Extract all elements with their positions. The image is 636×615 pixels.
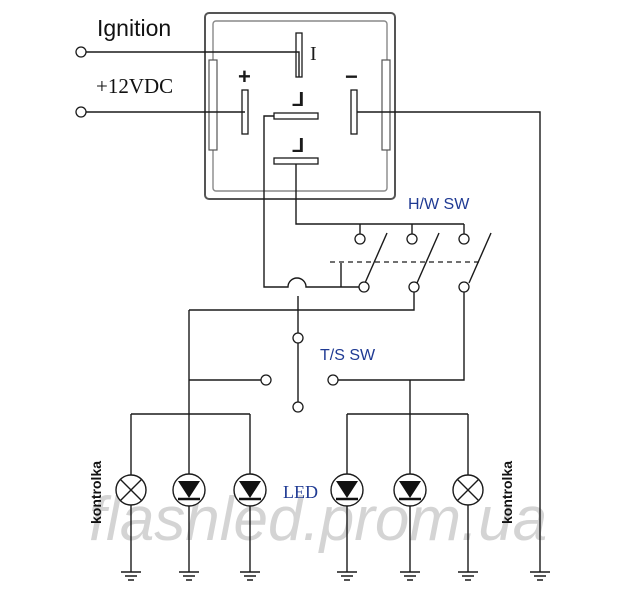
- hw-lower-contact-2: [408, 281, 420, 293]
- l-output-wire: [263, 115, 313, 288]
- ground-icon: [240, 571, 260, 581]
- hw-upper-contact-3: [458, 233, 470, 245]
- ignition-terminal: [75, 46, 87, 58]
- relay-pin-icon: [273, 112, 319, 120]
- hw-blade-3: [468, 232, 492, 284]
- diode-triangle: [336, 481, 358, 498]
- led-right-1: [330, 414, 364, 572]
- lamp-cross: [119, 478, 143, 502]
- hw-blade-1: [364, 232, 388, 284]
- ts-left-contact: [260, 374, 272, 386]
- relay-side-tab-right: [381, 59, 391, 151]
- turn-switch-label: T/S SW: [320, 347, 376, 364]
- ts-right-contact: [327, 374, 339, 386]
- led-left-2: [233, 414, 267, 572]
- diode-triangle: [239, 481, 261, 498]
- hw-upper-contact-2: [406, 233, 418, 245]
- supply-voltage-label: +12VDC: [96, 74, 173, 98]
- ground-icon: [337, 571, 357, 581]
- ignition-wire: [86, 51, 300, 77]
- led-label: LED: [283, 482, 318, 502]
- ground-icon: [121, 571, 141, 581]
- lamp-cross: [456, 478, 480, 502]
- diode-triangle: [178, 481, 200, 498]
- hw-contact-2-out: [189, 292, 415, 311]
- hw-upper-contact-1: [354, 233, 366, 245]
- hw-switch-label: H/W SW: [408, 196, 470, 213]
- diode-triangle: [399, 481, 421, 498]
- pin-i-label: I: [310, 43, 317, 65]
- ts-common-contact: [292, 332, 304, 344]
- hazard-switch: [189, 164, 492, 381]
- turn-signal-switch: [189, 296, 410, 413]
- relay-housing-outer: [204, 12, 396, 200]
- hw-lower-contact-1: [358, 281, 370, 293]
- pin-plus-label: +: [238, 64, 251, 89]
- pin-minus-label: −: [345, 64, 358, 89]
- led-right-2: [393, 469, 427, 572]
- kontrolka-left-label: kontrolka: [88, 461, 104, 524]
- ground-icon: [530, 571, 550, 581]
- ts-lower-contact: [292, 401, 304, 413]
- hw-lower-contact-3: [458, 281, 470, 293]
- ground-icon: [400, 571, 420, 581]
- ground-wire-minus: [357, 111, 541, 572]
- hw-feed-wire: [295, 164, 464, 225]
- ground-icon: [458, 571, 478, 581]
- hw-contact-3-out: [410, 292, 465, 381]
- pin-l-label: L: [292, 135, 304, 157]
- supply-terminal: [75, 106, 87, 118]
- kontrolka-right-label: kontrolka: [499, 461, 515, 524]
- pin-l-reversed-label: L: [292, 89, 304, 111]
- ignition-label: Ignition: [97, 15, 171, 41]
- hw-blade-2: [416, 232, 440, 284]
- flasher-relay: I + − L L: [204, 12, 396, 200]
- relay-side-tab-left: [208, 59, 218, 151]
- indicator-lamp-left: [115, 414, 147, 572]
- relay-pin-icon: [273, 157, 319, 165]
- ground-icon: [179, 571, 199, 581]
- indicator-lamp-right: [452, 414, 484, 572]
- led-left-1: [172, 469, 206, 572]
- relay-pin-icon: [350, 89, 358, 135]
- ground-symbols: [121, 571, 550, 581]
